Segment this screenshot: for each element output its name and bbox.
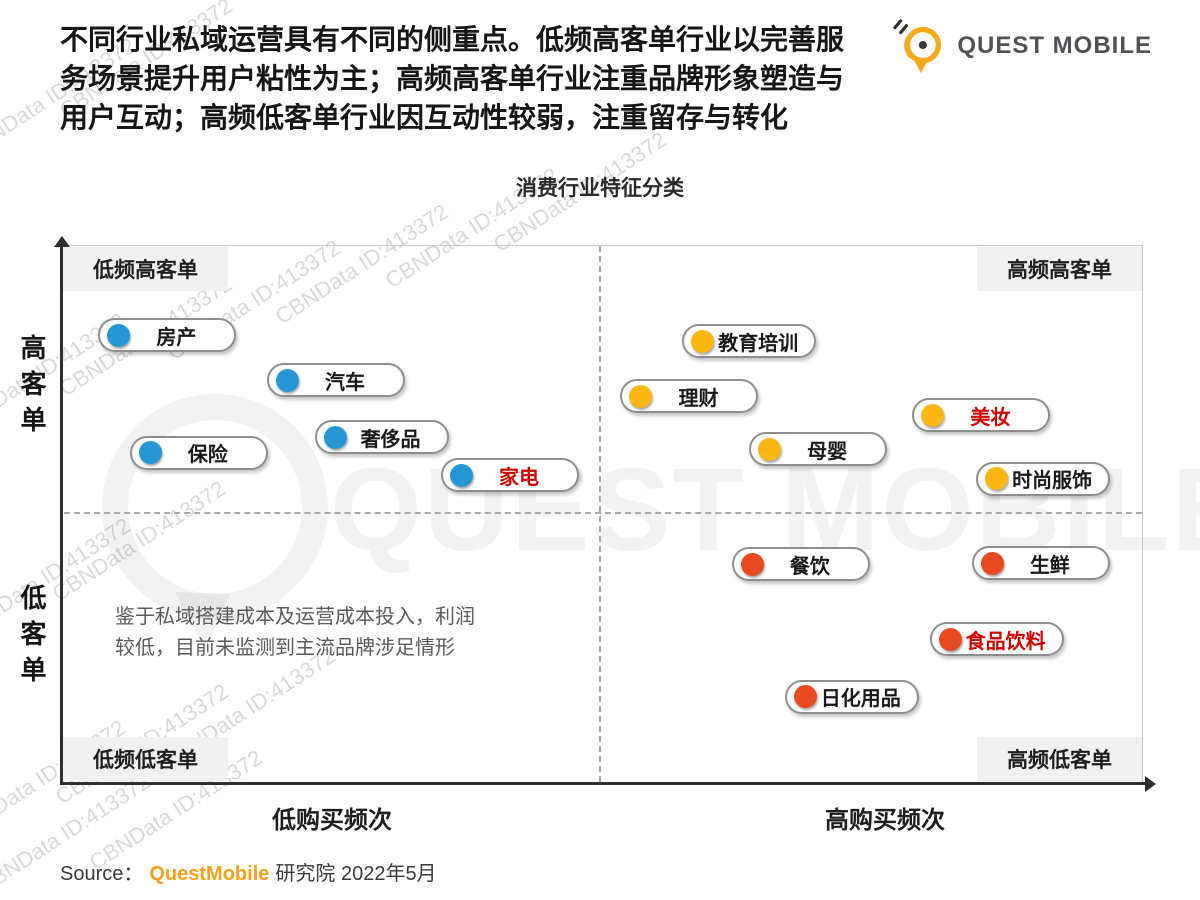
y-axis-label-high: 高客单 xyxy=(17,334,47,442)
industry-label: 理财 xyxy=(678,387,719,410)
quadrant-divider-vertical xyxy=(599,246,601,782)
watermark-logo-icon xyxy=(102,394,328,650)
industry-dot xyxy=(629,384,653,408)
industry-dot xyxy=(980,551,1004,575)
industry-pill-理财: 理财 xyxy=(620,379,759,414)
industry-label: 家电 xyxy=(499,466,540,489)
industry-pill-教育培训: 教育培训 xyxy=(682,324,817,359)
industry-dot xyxy=(276,368,299,392)
chart-title: 消费行业特征分类 xyxy=(516,177,684,200)
industry-dot xyxy=(691,329,715,353)
industry-pill-食品饮料: 食品饮料 xyxy=(929,622,1064,657)
industry-pill-房产: 房产 xyxy=(98,318,237,353)
source-prefix: Source： xyxy=(60,863,144,885)
industry-pill-汽车: 汽车 xyxy=(267,363,405,397)
industry-label: 食品饮料 xyxy=(965,630,1046,653)
industry-label: 生鲜 xyxy=(1029,554,1070,577)
industry-label: 母婴 xyxy=(807,440,848,463)
header-line: 不同行业私域运营具有不同的侧重点。低频高客单行业以完善服 xyxy=(60,24,845,55)
industry-dot xyxy=(921,403,945,427)
industry-pill-餐饮: 餐饮 xyxy=(731,547,870,582)
industry-dot xyxy=(107,323,131,347)
industry-pill-生鲜: 生鲜 xyxy=(971,546,1110,581)
quadrant-note-line: 鉴于私域搭建成本及运营成本投入，利润 xyxy=(115,606,475,628)
y-axis-label-low: 低客单 xyxy=(17,584,47,692)
y-axis-arrow xyxy=(54,236,70,247)
quadrant-label-top-left: 低频高客单 xyxy=(63,247,228,291)
industry-dot xyxy=(985,467,1009,491)
quadrant-note-line: 较低，目前未监测到主流品牌涉足情形 xyxy=(115,637,455,659)
quadrant-note: 鉴于私域搭建成本及运营成本投入，利润 较低，目前未监测到主流品牌涉足情形 xyxy=(115,602,475,664)
industry-dot xyxy=(938,627,962,651)
quadrant-label-top-right: 高频高客单 xyxy=(977,247,1142,291)
industry-dot xyxy=(758,437,782,461)
y-axis-line xyxy=(60,245,63,785)
industry-dot xyxy=(450,463,474,487)
industry-pill-时尚服饰: 时尚服饰 xyxy=(976,461,1111,496)
industry-dot xyxy=(793,685,817,709)
industry-label: 保险 xyxy=(187,444,228,467)
header-paragraph: 不同行业私域运营具有不同的侧重点。低频高客单行业以完善服 务场景提升用户粘性为主… xyxy=(60,20,920,137)
industry-pill-家电: 家电 xyxy=(441,458,580,493)
industry-label: 汽车 xyxy=(325,371,365,394)
industry-label: 房产 xyxy=(156,326,197,349)
header-line: 用户互动；高频低客单行业因互动性较弱，注重留存与转化 xyxy=(60,102,789,133)
industry-label: 日化用品 xyxy=(820,688,901,711)
industry-pill-保险: 保险 xyxy=(129,435,268,470)
industry-pill-奢侈品: 奢侈品 xyxy=(314,420,449,455)
industry-label: 教育培训 xyxy=(718,332,799,355)
x-axis-label-high: 高购买频次 xyxy=(825,807,945,834)
questmobile-logo-icon xyxy=(893,19,942,74)
industry-dot xyxy=(138,441,162,465)
x-axis-label-low: 低购买频次 xyxy=(272,807,392,834)
industry-label: 奢侈品 xyxy=(360,428,421,451)
industry-dot xyxy=(740,552,764,576)
plot-area xyxy=(62,245,1143,785)
quadrant-label-bottom-left: 低频低客单 xyxy=(63,737,228,781)
industry-label: 餐饮 xyxy=(789,555,830,578)
questmobile-logo: QUEST MOBILE xyxy=(891,16,1152,76)
industry-pill-日化用品: 日化用品 xyxy=(784,679,919,714)
questmobile-logo-text: QUEST MOBILE xyxy=(957,32,1152,59)
source-suffix: 研究院 2022年5月 xyxy=(275,863,437,885)
industry-label: 美妆 xyxy=(970,406,1011,429)
x-axis-arrow xyxy=(1145,776,1156,792)
industry-label: 时尚服饰 xyxy=(1012,470,1093,493)
industry-pill-母婴: 母婴 xyxy=(749,432,888,467)
x-axis-line xyxy=(60,782,1146,785)
industry-pill-美妆: 美妆 xyxy=(912,398,1051,433)
header-line: 务场景提升用户粘性为主；高频高客单行业注重品牌形象塑造与 xyxy=(60,63,845,94)
quadrant-divider-horizontal xyxy=(64,512,1142,514)
industry-dot xyxy=(323,425,347,449)
source-brand: QuestMobile xyxy=(149,863,270,885)
quadrant-label-bottom-right: 高频低客单 xyxy=(977,737,1142,781)
